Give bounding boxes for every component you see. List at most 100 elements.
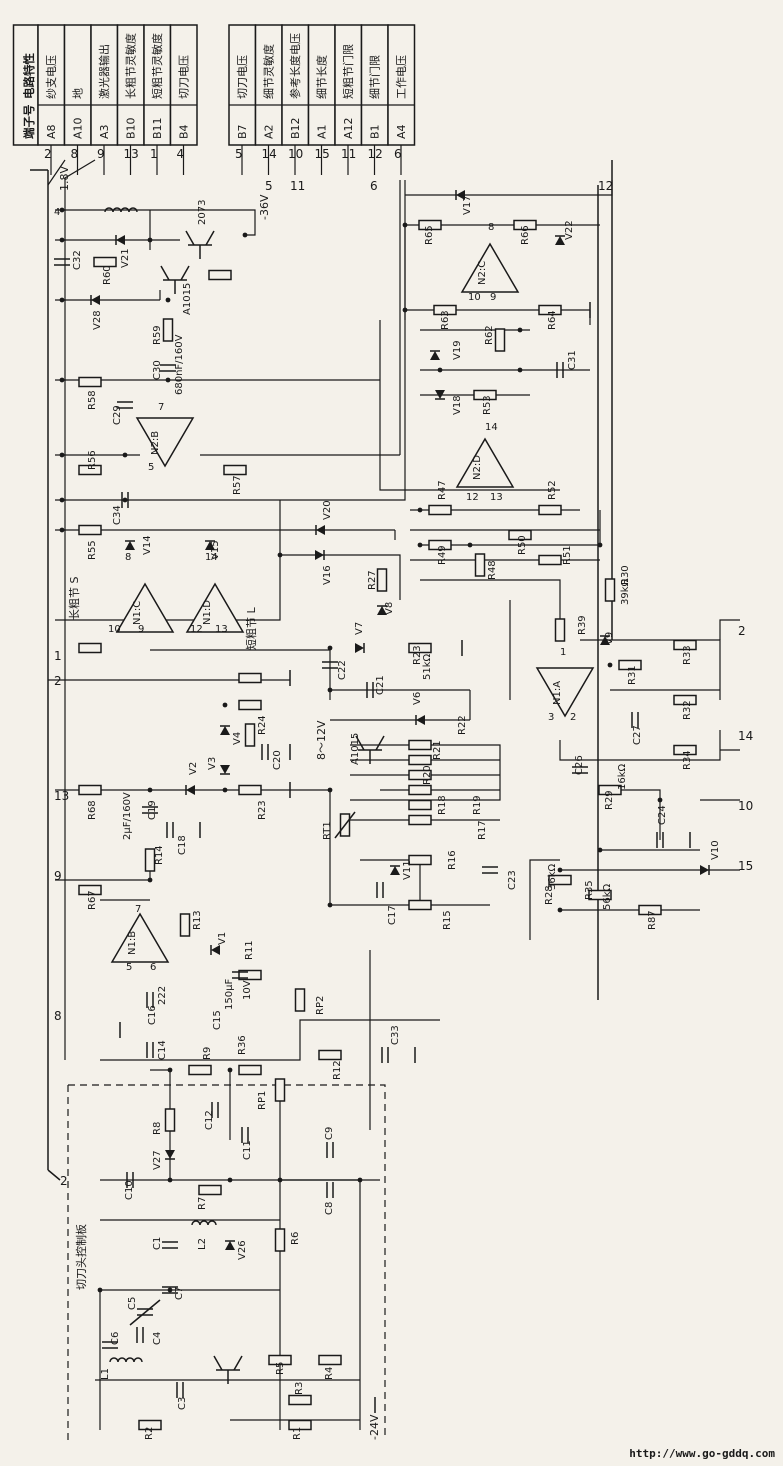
resistor-r66 [513, 219, 537, 231]
junction [517, 327, 523, 333]
op-amp-label: N2:C [477, 261, 488, 285]
ref-c10: C10 [124, 1180, 135, 1200]
resistor-r21 [408, 754, 432, 766]
ref-r23: R23 [412, 645, 423, 665]
resistor-r19 [408, 799, 432, 811]
supply-neg24: -24V [368, 1414, 381, 1440]
resistor-r62 [494, 328, 506, 352]
junction [327, 687, 333, 693]
ref-rp1: RP1 [257, 1091, 268, 1110]
junction [242, 232, 248, 238]
ref-v17: V17 [462, 195, 473, 215]
table-row [334, 24, 363, 146]
connector-number: 14 [738, 729, 753, 743]
terminal-cell: A12 [342, 117, 355, 139]
capacitor-c19 [142, 806, 158, 814]
connector-number: 1 [54, 649, 62, 663]
ref-r39: R39 [577, 615, 588, 635]
resistor-r9 [188, 1064, 212, 1076]
junction [417, 542, 423, 548]
ref-r7: R7 [197, 1197, 208, 1210]
pin-number: 5 [126, 962, 132, 973]
ref-r35: R35 [584, 880, 595, 900]
feature-cell: 细节灵敏度 [262, 44, 276, 99]
value-c15a: 150μF [224, 979, 235, 1010]
capacitor-c15 [232, 971, 248, 979]
ref-r34: R34 [682, 750, 693, 770]
terminal-cell: B12 [289, 117, 302, 139]
diode-v2 [185, 785, 195, 795]
resistor-r22 [408, 739, 432, 751]
junction [147, 237, 153, 243]
feature-cell: 纱支电压 [45, 55, 58, 99]
ref-r24: R24 [257, 715, 268, 735]
diode-v26 [225, 1240, 235, 1250]
ref-c20: C20 [272, 750, 283, 770]
resistor-r35 [588, 889, 612, 901]
table-header-feature: 电路特性 [22, 53, 36, 99]
connector-number: 13 [54, 789, 69, 803]
capacitor-c1 [162, 1241, 178, 1249]
ref-r49: R49 [437, 545, 448, 565]
ref-r2: R2 [144, 1427, 155, 1440]
ref-v28: V28 [92, 310, 103, 330]
op-amp-label: N2:B [150, 431, 161, 455]
resistor-r31 [618, 659, 642, 671]
junction [59, 377, 65, 383]
junction [227, 1177, 233, 1183]
panel-label: 切刀头控制板 [74, 1224, 88, 1290]
ref-r59: R59 [152, 325, 163, 345]
ref-v19: V19 [452, 340, 463, 360]
diode-v17 [455, 190, 465, 200]
terminal-cell: A8 [45, 124, 58, 139]
value-r30: 39kΩ [620, 578, 631, 605]
connector-number: 2 [60, 1174, 68, 1188]
watermark-url: http://www.go-gddq.com [629, 1447, 775, 1460]
table-row [387, 24, 416, 146]
diode-v27 [165, 1150, 175, 1160]
pin-number: 9 [97, 147, 105, 161]
transistor-2073 [185, 230, 215, 259]
resistor-r60 [93, 256, 117, 268]
diode-v14 [125, 540, 135, 550]
ref-r15: R15 [442, 910, 453, 930]
resistor-r12 [318, 1049, 342, 1061]
diode-v3 [220, 765, 230, 775]
terminal-table: A8纱支电压2A10地8A3激光器输出9B10长粗节灵敏度13B11短粗节灵敏度… [12, 24, 416, 175]
junction [467, 542, 473, 548]
capacitor-c30 [160, 364, 176, 372]
op-amp-n1b [110, 912, 170, 963]
pin-number: 3 [548, 712, 554, 723]
value-c16: 222 [157, 986, 168, 1005]
pin-number: 9 [138, 624, 144, 635]
ref-v2: V2 [188, 762, 199, 775]
value-c30: 680nF/160V [174, 334, 185, 395]
connector-number: 9 [54, 869, 62, 883]
resistor-r63 [433, 304, 457, 316]
ref-r48: R48 [487, 560, 498, 580]
capacitor-c17 [376, 882, 384, 898]
ref-r56: R56 [87, 450, 98, 470]
connector-number: 11 [290, 179, 305, 193]
junction [402, 222, 408, 228]
resistor-r32 [673, 694, 697, 706]
resistor-r8 [164, 1108, 176, 1132]
junction [165, 377, 171, 383]
junction [167, 1067, 173, 1073]
resistor-r67 [78, 884, 102, 896]
ref-r27: R27 [367, 570, 378, 590]
ref-r64: R64 [547, 310, 558, 330]
resistor-r52 [538, 504, 562, 516]
ref-c19: C19 [147, 800, 158, 820]
diode-v21 [115, 235, 125, 245]
junction [657, 797, 663, 803]
table-row [307, 24, 336, 146]
diode-v10 [700, 865, 710, 875]
terminal-cell: A1 [316, 124, 329, 139]
capacitor-c12 [211, 1102, 219, 1118]
capacitor-c27 [631, 712, 639, 728]
ref-v26: V26 [237, 1240, 248, 1260]
junction [607, 662, 613, 668]
op-amp-n2d [455, 437, 515, 488]
resistor-r58 [78, 376, 102, 388]
